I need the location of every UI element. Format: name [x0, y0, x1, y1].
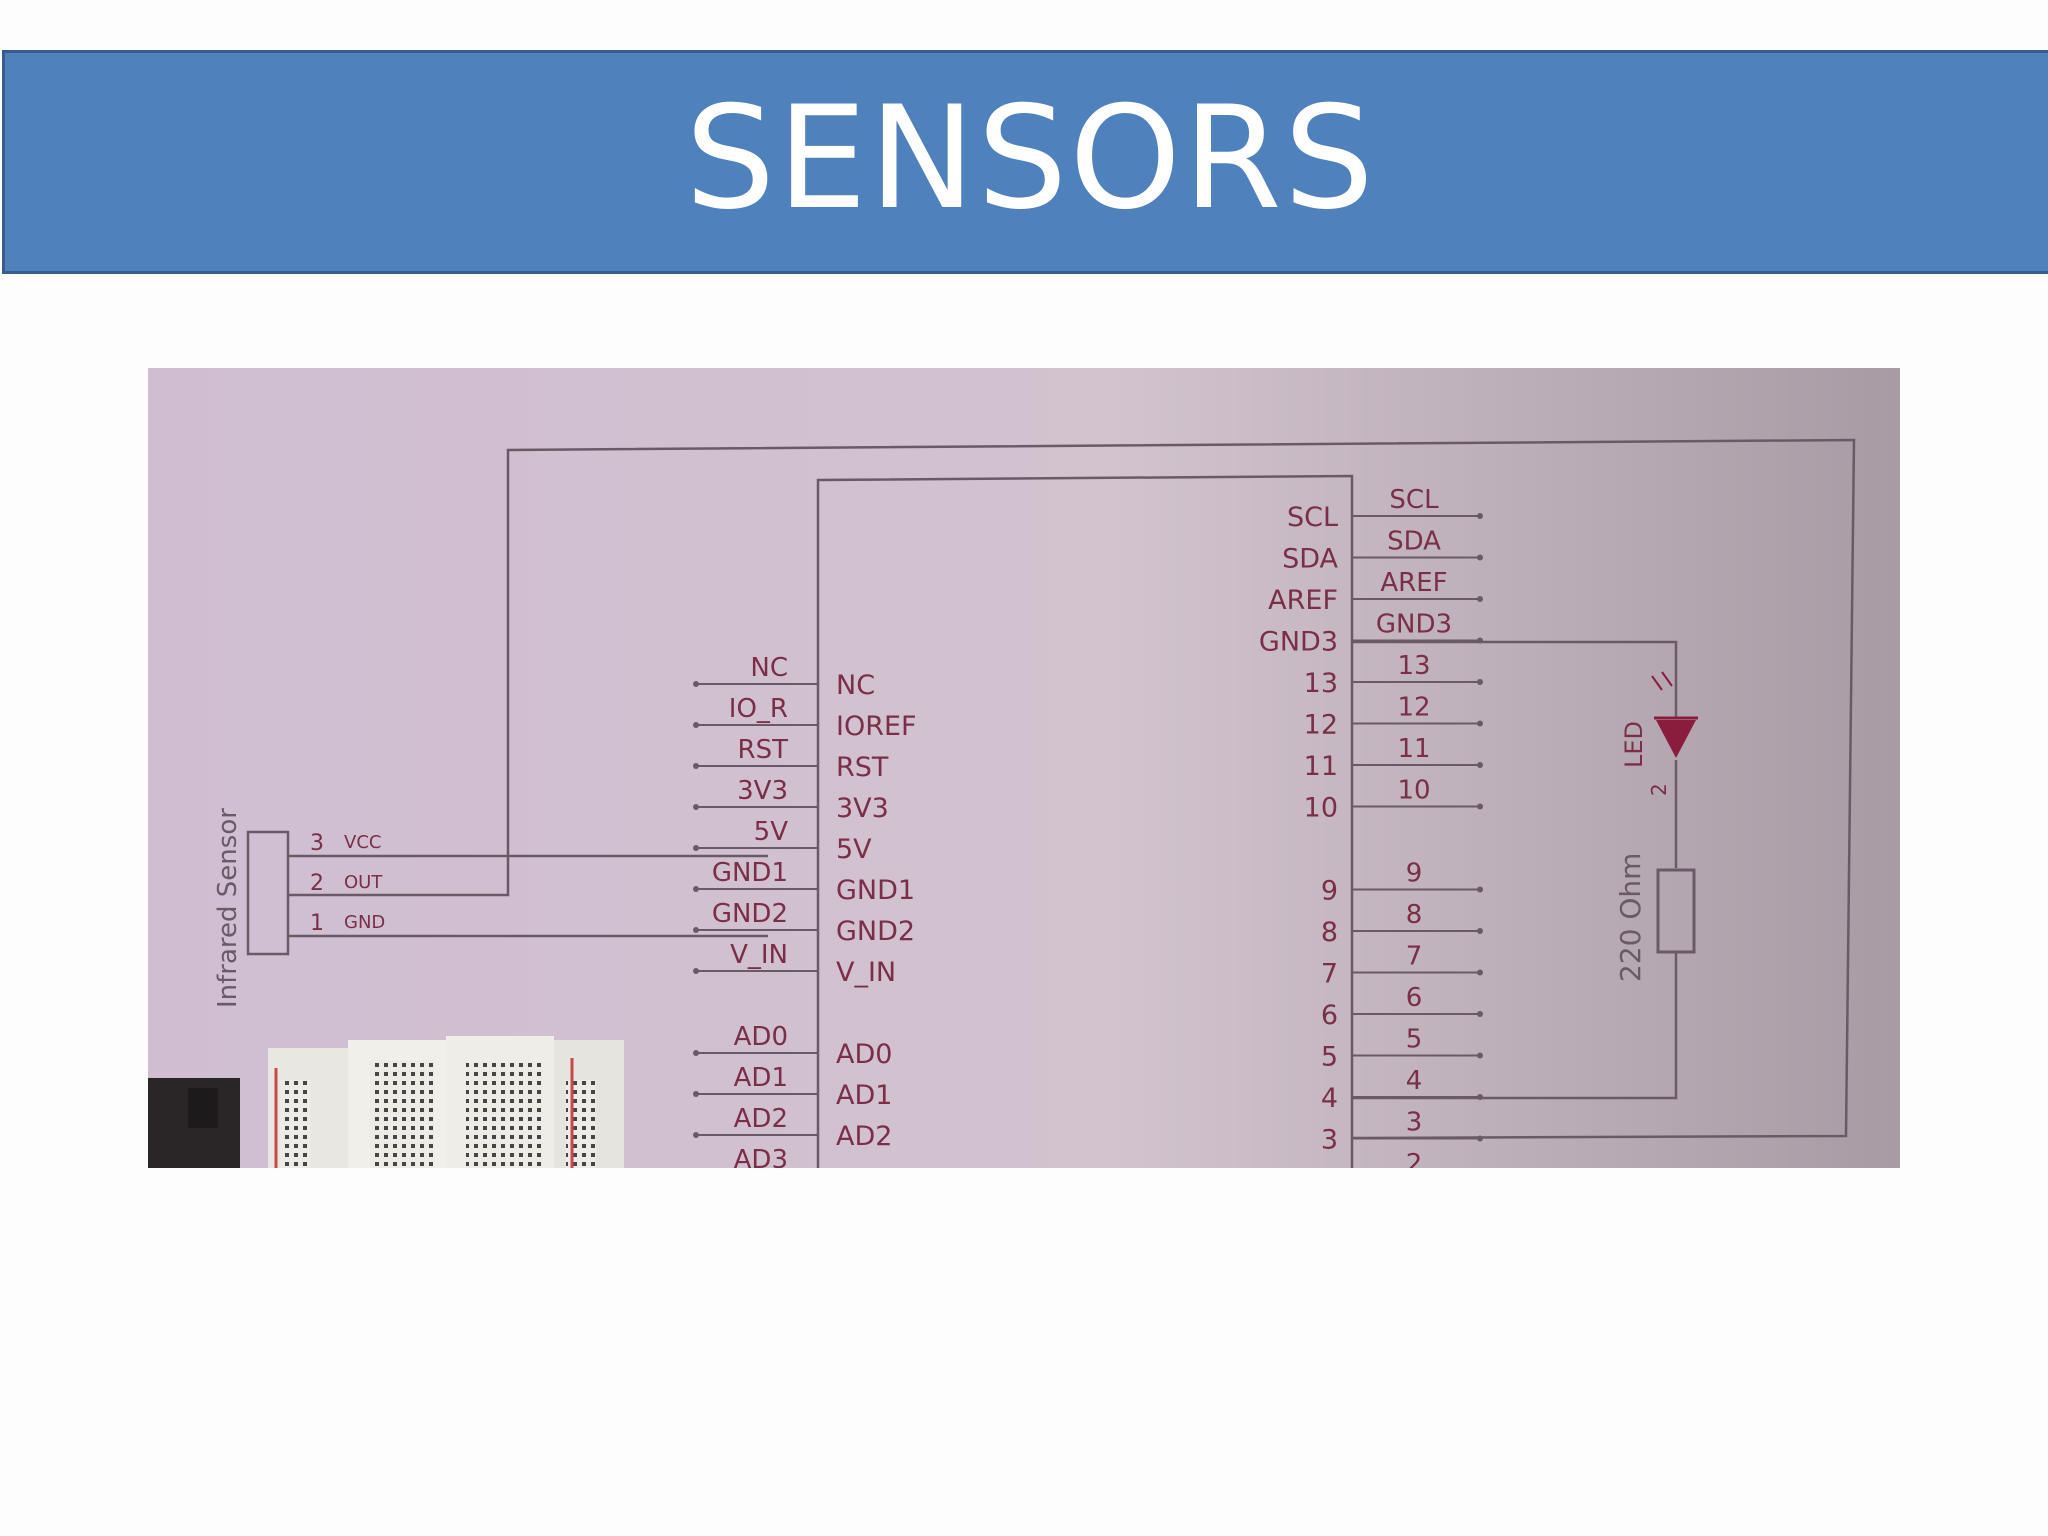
left-pin-net-label: NC: [750, 653, 788, 683]
right-pin-label: 5: [1321, 1042, 1338, 1073]
left-pin-net-label: AD3: [734, 1145, 788, 1168]
left-pin-net-label: 5V: [754, 817, 789, 847]
left-pin-terminal: [693, 1091, 699, 1097]
left-pin-net-label: 3V3: [737, 776, 788, 806]
right-pin-terminal: [1477, 928, 1483, 934]
left-pin-net-label: GND1: [712, 858, 788, 888]
left-pin-label: NC: [836, 670, 875, 701]
sensor-pin-name: GND: [344, 912, 385, 933]
left-pin-net-label: IO_R: [729, 694, 788, 724]
resistor-symbol: [1656, 868, 1696, 954]
left-pin-label: 3V3: [836, 793, 889, 824]
right-pin-net-label: 2: [1406, 1149, 1423, 1168]
right-pin-label: 8: [1321, 917, 1338, 948]
left-pin-terminal: [693, 804, 699, 810]
right-pin-net-label: 8: [1406, 900, 1423, 930]
left-pin-terminal: [693, 681, 699, 687]
photo-background: [148, 368, 1900, 1168]
right-pin-net-label: 13: [1397, 651, 1430, 681]
right-pin-label: SCL: [1287, 502, 1338, 533]
right-pin-net-label: SDA: [1387, 527, 1441, 557]
right-pin-terminal: [1477, 554, 1483, 561]
left-pin-terminal: [693, 763, 699, 769]
sensor-pin-number: 3: [310, 831, 324, 856]
left-pin-label: RST: [836, 752, 889, 783]
left-pin-terminal: [693, 845, 699, 851]
sensor-pin-name: VCC: [344, 832, 381, 853]
right-pin-label: 6: [1321, 1000, 1338, 1031]
left-pin-net-label: GND2: [712, 899, 788, 929]
left-pin-terminal: [693, 927, 699, 933]
left-pin-label: AD2: [836, 1121, 892, 1152]
sensor-pin-name: OUT: [344, 872, 383, 893]
right-pin-net-label: 3: [1406, 1108, 1423, 1138]
right-pin-label: SDA: [1282, 544, 1338, 575]
right-pin-terminal: [1477, 762, 1483, 768]
right-pin-label: 7: [1321, 959, 1338, 990]
left-pin-label: GND1: [836, 875, 915, 906]
right-pin-label: 11: [1304, 751, 1338, 782]
left-pin-label: GND2: [836, 916, 915, 947]
slide-title: SENSORS: [685, 76, 1376, 241]
sensor-pin-number: 1: [310, 911, 324, 936]
right-pin-net-label: GND3: [1376, 610, 1452, 640]
right-pin-label: AREF: [1268, 585, 1338, 616]
left-pin-label: V_IN: [836, 957, 896, 988]
left-pin-terminal: [693, 1050, 699, 1056]
right-pin-label: GND3: [1259, 627, 1338, 658]
left-pin-label: AD1: [836, 1080, 892, 1111]
led-pin-label: 2: [1647, 783, 1671, 796]
left-pin-label: AD0: [836, 1039, 892, 1070]
right-pin-terminal: [1477, 886, 1483, 893]
right-pin-terminal: [1477, 637, 1483, 644]
right-pin-label: 3: [1321, 1125, 1338, 1156]
right-pin-net-label: 6: [1406, 983, 1423, 1013]
right-pin-net-label: 10: [1397, 776, 1430, 806]
left-pin-net-label: AD1: [734, 1063, 788, 1093]
right-pin-terminal: [1477, 1052, 1483, 1059]
led-label: LED: [1620, 721, 1648, 768]
left-pin-label: 5V: [836, 834, 872, 865]
right-pin-net-label: 4: [1406, 1066, 1423, 1096]
left-pin-terminal: [693, 886, 699, 892]
right-pin-net-label: 11: [1397, 734, 1430, 764]
right-pin-terminal: [1477, 1135, 1483, 1142]
left-pin-net-label: RST: [738, 735, 789, 765]
left-pin-terminal: [693, 968, 699, 974]
right-pin-label: 9: [1321, 876, 1338, 907]
right-pin-terminal: [1477, 513, 1483, 519]
right-pin-terminal: [1477, 1011, 1483, 1017]
title-banner: SENSORS: [2, 50, 2048, 274]
right-pin-label: 12: [1304, 710, 1338, 741]
right-pin-terminal: [1477, 969, 1483, 976]
right-pin-label: 10: [1304, 793, 1338, 824]
resistor-label: 220 Ohm: [1614, 853, 1647, 982]
right-pin-terminal: [1477, 596, 1483, 602]
right-pin-terminal: [1477, 679, 1483, 685]
sensor-label: Infrared Sensor: [213, 808, 243, 1008]
sensor-pin-number: 2: [310, 871, 324, 896]
right-pin-net-label: AREF: [1380, 568, 1447, 598]
right-pin-label: 4: [1321, 1083, 1338, 1114]
right-pin-net-label: 7: [1406, 942, 1423, 972]
left-pin-terminal: [693, 1132, 699, 1138]
right-pin-label: 13: [1304, 668, 1338, 699]
right-pin-terminal: [1477, 803, 1483, 810]
left-pin-net-label: AD2: [734, 1104, 788, 1134]
left-pin-label: IOREF: [836, 711, 917, 742]
left-pin-terminal: [693, 722, 699, 728]
led-symbol: [1651, 671, 1698, 758]
right-pin-terminal: [1477, 720, 1483, 727]
left-pin-net-label: V_IN: [730, 940, 788, 970]
right-pin-net-label: 5: [1406, 1025, 1423, 1055]
right-pin-net-label: 9: [1406, 859, 1423, 889]
right-pin-net-label: SCL: [1389, 485, 1439, 515]
breadboard: [148, 1036, 624, 1168]
right-pin-net-label: 12: [1397, 693, 1430, 723]
right-pin-terminal: [1477, 1094, 1483, 1100]
left-pin-net-label: AD0: [734, 1022, 788, 1052]
